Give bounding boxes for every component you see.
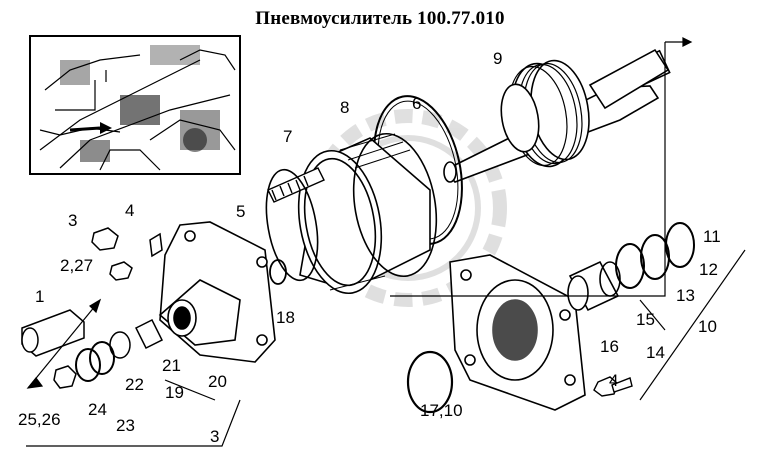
callout-1: 1 [35,287,45,306]
callout-5: 5 [236,202,246,221]
shaft-piston-assembly [443,48,671,183]
cylinder [297,132,438,295]
callout-10: 10 [698,317,717,336]
callout-9: 9 [493,49,503,68]
callout-3-assembly: 3 [210,427,220,446]
rear-cover [449,254,586,411]
callout-8: 8 [340,98,350,117]
callout-24: 24 [88,400,107,419]
small-parts-left [21,227,164,389]
diagram-title: Пневмоусилитель 100.77.010 [255,8,505,29]
callout-21: 21 [162,356,181,375]
callout-16: 16 [600,337,619,356]
leader-lines [26,37,746,447]
callout-23: 23 [116,416,135,435]
callout-3-fitting: 3 [68,211,78,230]
callout-18: 18 [276,308,295,327]
callout-4-bolt: 4 [609,371,619,390]
stud [267,167,325,203]
inset-photo [29,35,241,175]
callout-15: 15 [636,310,655,329]
callout-6: 6 [412,94,422,113]
callout-17-10: 17,10 [420,401,463,420]
callout-11: 11 [703,227,721,246]
callout-12: 12 [699,260,718,279]
callout-7: 7 [283,127,293,146]
callout-20: 20 [208,372,227,391]
callout-19: 19 [165,383,184,402]
callout-22: 22 [125,375,144,394]
callout-2-27: 2,27 [60,256,94,275]
bushing-and-rings [567,222,695,312]
callout-4-clip: 4 [125,201,135,220]
callout-13: 13 [676,286,695,305]
front-cover [158,221,276,363]
callout-25-26: 25,26 [18,410,61,429]
callout-14: 14 [646,343,665,362]
